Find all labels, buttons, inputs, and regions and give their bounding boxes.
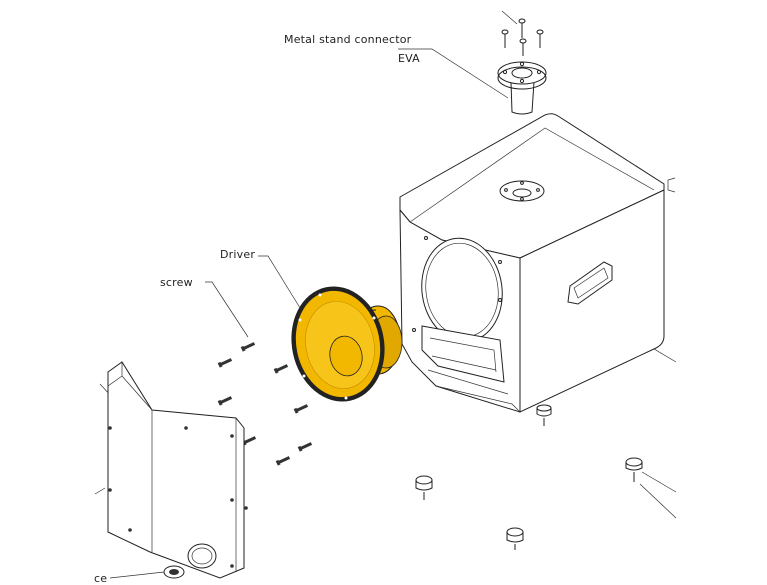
label-screw: screw bbox=[160, 276, 193, 289]
top-screw bbox=[518, 18, 526, 38]
dust-cap bbox=[329, 335, 363, 377]
cabinet-side bbox=[519, 189, 665, 413]
front-grille bbox=[107, 361, 248, 579]
leader-foot-upper bbox=[641, 471, 677, 493]
label-cut-off: ce bbox=[94, 572, 108, 585]
leader-grille-lower bbox=[94, 487, 106, 495]
edge-bracket bbox=[667, 177, 676, 193]
cabinet bbox=[399, 113, 665, 413]
label-metal-stand-connector: Metal stand connector bbox=[284, 33, 412, 46]
driver-screws bbox=[217, 342, 313, 466]
leader-top-screw bbox=[501, 10, 518, 25]
leader-metal-stand-connector bbox=[398, 48, 509, 99]
side-handle bbox=[567, 261, 613, 305]
top-screw bbox=[536, 29, 544, 48]
foot-2 bbox=[415, 475, 433, 500]
driver bbox=[291, 286, 403, 402]
foot-1 bbox=[536, 404, 552, 426]
leader-driver bbox=[258, 255, 306, 317]
foot-4 bbox=[506, 527, 524, 550]
label-eva: EVA bbox=[398, 52, 420, 65]
top-screw bbox=[519, 38, 527, 56]
leader-foot-lower bbox=[639, 483, 677, 519]
badge bbox=[109, 565, 185, 579]
grille-panel bbox=[107, 361, 245, 579]
foot-3 bbox=[625, 457, 643, 482]
top-screws bbox=[501, 18, 544, 56]
leader-screw bbox=[205, 281, 249, 338]
top-screw bbox=[501, 29, 509, 48]
feet bbox=[415, 404, 643, 550]
metal-stand-connector bbox=[497, 61, 547, 115]
label-driver: Driver bbox=[220, 248, 256, 261]
